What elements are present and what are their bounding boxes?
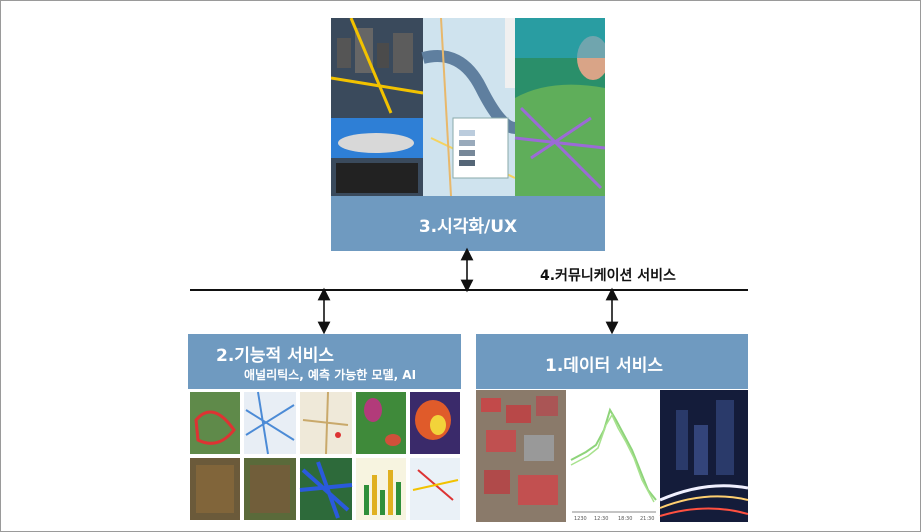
- functional-title: 2.기능적 서비스: [216, 346, 335, 366]
- visualization-collage: [331, 18, 605, 196]
- data-images: 1230 12:30 18:30 21:30: [476, 390, 748, 522]
- functional-thumbnails: [188, 390, 461, 522]
- functional-subtitle: 애널리틱스, 예측 가능한 모델, AI: [244, 368, 417, 382]
- chart-tick-4: 21:30: [640, 516, 654, 522]
- communication-label: 4.커뮤니케이션 서비스: [540, 268, 676, 284]
- functional-images: [188, 390, 461, 522]
- visualization-box: [331, 196, 605, 251]
- data-thumbnails: 1230 12:30 18:30 21:30: [476, 390, 748, 522]
- visualization-title: 3.시각화/UX: [418, 217, 518, 237]
- data-box: [476, 334, 748, 389]
- chart-tick-3: 18:30: [618, 516, 632, 522]
- functional-box: [188, 334, 461, 389]
- chart-tick-1: 1230: [574, 516, 587, 522]
- data-title: 1.데이터 서비스: [545, 356, 664, 376]
- chart-tick-2: 12:30: [594, 516, 608, 522]
- visualization-images: [331, 18, 605, 196]
